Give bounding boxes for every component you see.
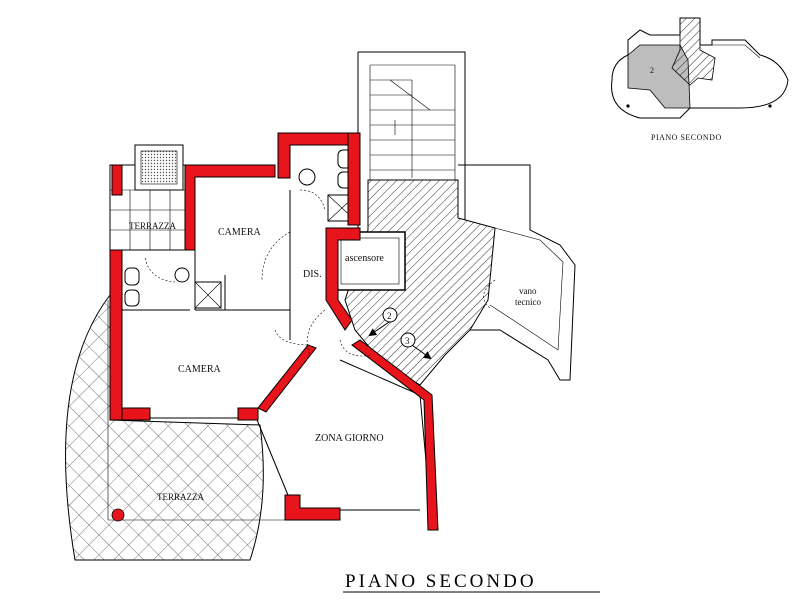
marker-2-circle <box>382 307 398 323</box>
terrace-lower <box>65 293 285 561</box>
label-ascensore: ascensore <box>345 253 384 264</box>
stair-treads <box>370 79 455 178</box>
stair-markers: 2 3 <box>382 307 416 348</box>
label-camera-upper: CAMERA <box>218 227 262 238</box>
label-vano-tecnico-1: vano <box>519 286 537 296</box>
label-dis: DIS. <box>303 269 322 280</box>
elevator-box <box>334 231 406 291</box>
label-vano-tecnico-2: tecnico <box>515 297 541 307</box>
label-terrazza-top: TERRAZZA <box>129 221 176 231</box>
key-plan-label: PIANO SECONDO <box>651 133 722 142</box>
key-plan-core <box>671 17 716 86</box>
label-terrazza-bottom: TERRAZZA <box>157 492 204 502</box>
room-labels: TERRAZZA CAMERA DIS. ascensore vano tecn… <box>129 221 541 502</box>
red-walls <box>109 132 439 531</box>
key-plan-unit-number: 2 <box>650 66 655 75</box>
marker-2-label: 2 <box>387 311 392 321</box>
stair-core <box>334 51 496 386</box>
vano-tecnico <box>458 164 576 381</box>
terrace-upper <box>109 144 186 251</box>
marker-3-circle <box>400 332 416 348</box>
page-title: PIANO SECONDO <box>345 571 537 592</box>
page-title-group: PIANO SECONDO <box>343 571 600 593</box>
doors <box>144 189 373 357</box>
label-camera-lower: CAMERA <box>178 364 222 375</box>
label-zona-giorno: ZONA GIORNO <box>315 433 384 444</box>
key-plan: 2 PIANO SECONDO <box>611 17 789 142</box>
marker-3-label: 3 <box>405 336 410 346</box>
